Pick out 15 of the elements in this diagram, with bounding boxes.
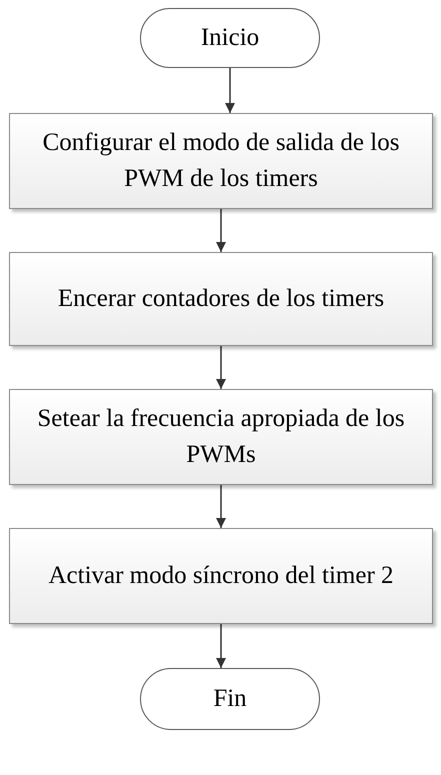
node-text: Activar modo síncrono del timer 2	[48, 561, 394, 591]
node-text: Encerar contadores de los timers	[58, 284, 384, 314]
process-box	[9, 252, 433, 346]
arrow	[216, 624, 226, 668]
arrow	[216, 485, 226, 528]
node-text: Setear la frecuencia apropiada de los PWMs	[36, 404, 406, 470]
process-box	[9, 528, 433, 624]
arrow	[225, 68, 235, 113]
process-box	[9, 389, 433, 485]
arrow	[216, 209, 226, 252]
node-text: Fin	[213, 684, 247, 714]
node-text: Configurar el modo de salida de los PWM de los timers	[42, 128, 400, 194]
node-text: Inicio	[200, 23, 260, 53]
process-box	[9, 113, 433, 209]
arrow	[216, 346, 226, 389]
